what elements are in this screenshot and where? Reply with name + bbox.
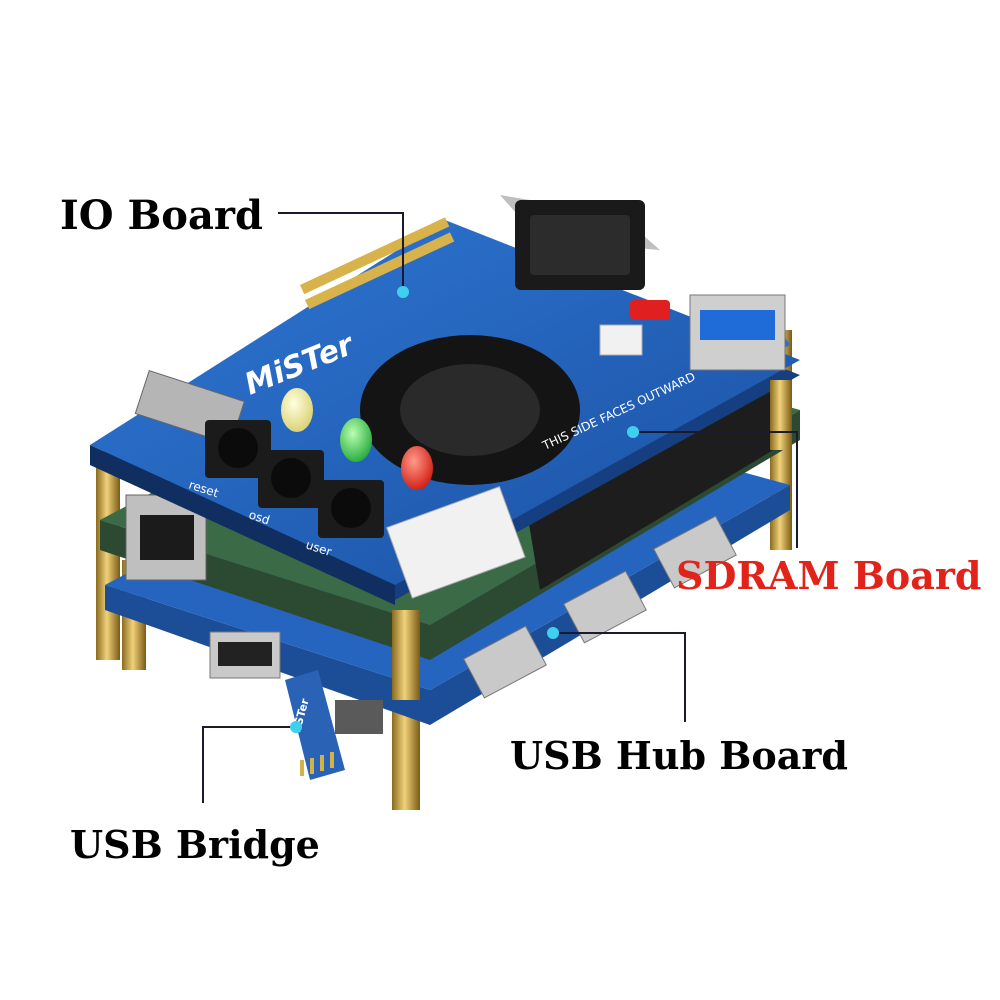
leader-lines <box>202 212 798 803</box>
io-board-label: IO Board <box>60 192 263 239</box>
usb-ports <box>209 515 737 734</box>
usb-hub-board-label: USB Hub Board <box>510 733 848 778</box>
usb-hub-board-dot <box>547 627 559 639</box>
callout-dots <box>290 286 639 733</box>
usb-bridge-board: MiSTer <box>285 670 345 780</box>
usb-bridge-dot <box>290 721 302 733</box>
leds <box>281 388 433 490</box>
sdram-board-dot <box>627 426 639 438</box>
usb-bridge-label: USB Bridge <box>70 822 320 867</box>
io-board-dot <box>397 286 409 298</box>
osd-label: osd <box>247 508 272 528</box>
front-standoffs <box>392 380 792 810</box>
vga-connector <box>500 195 660 290</box>
sdram-board-label: SDRAM Board <box>676 553 982 598</box>
usb3-port <box>689 294 786 371</box>
push-buttons <box>205 420 384 538</box>
io-board: MiSTer THIS SIDE FACES OUTWARD reset osd… <box>90 195 800 605</box>
